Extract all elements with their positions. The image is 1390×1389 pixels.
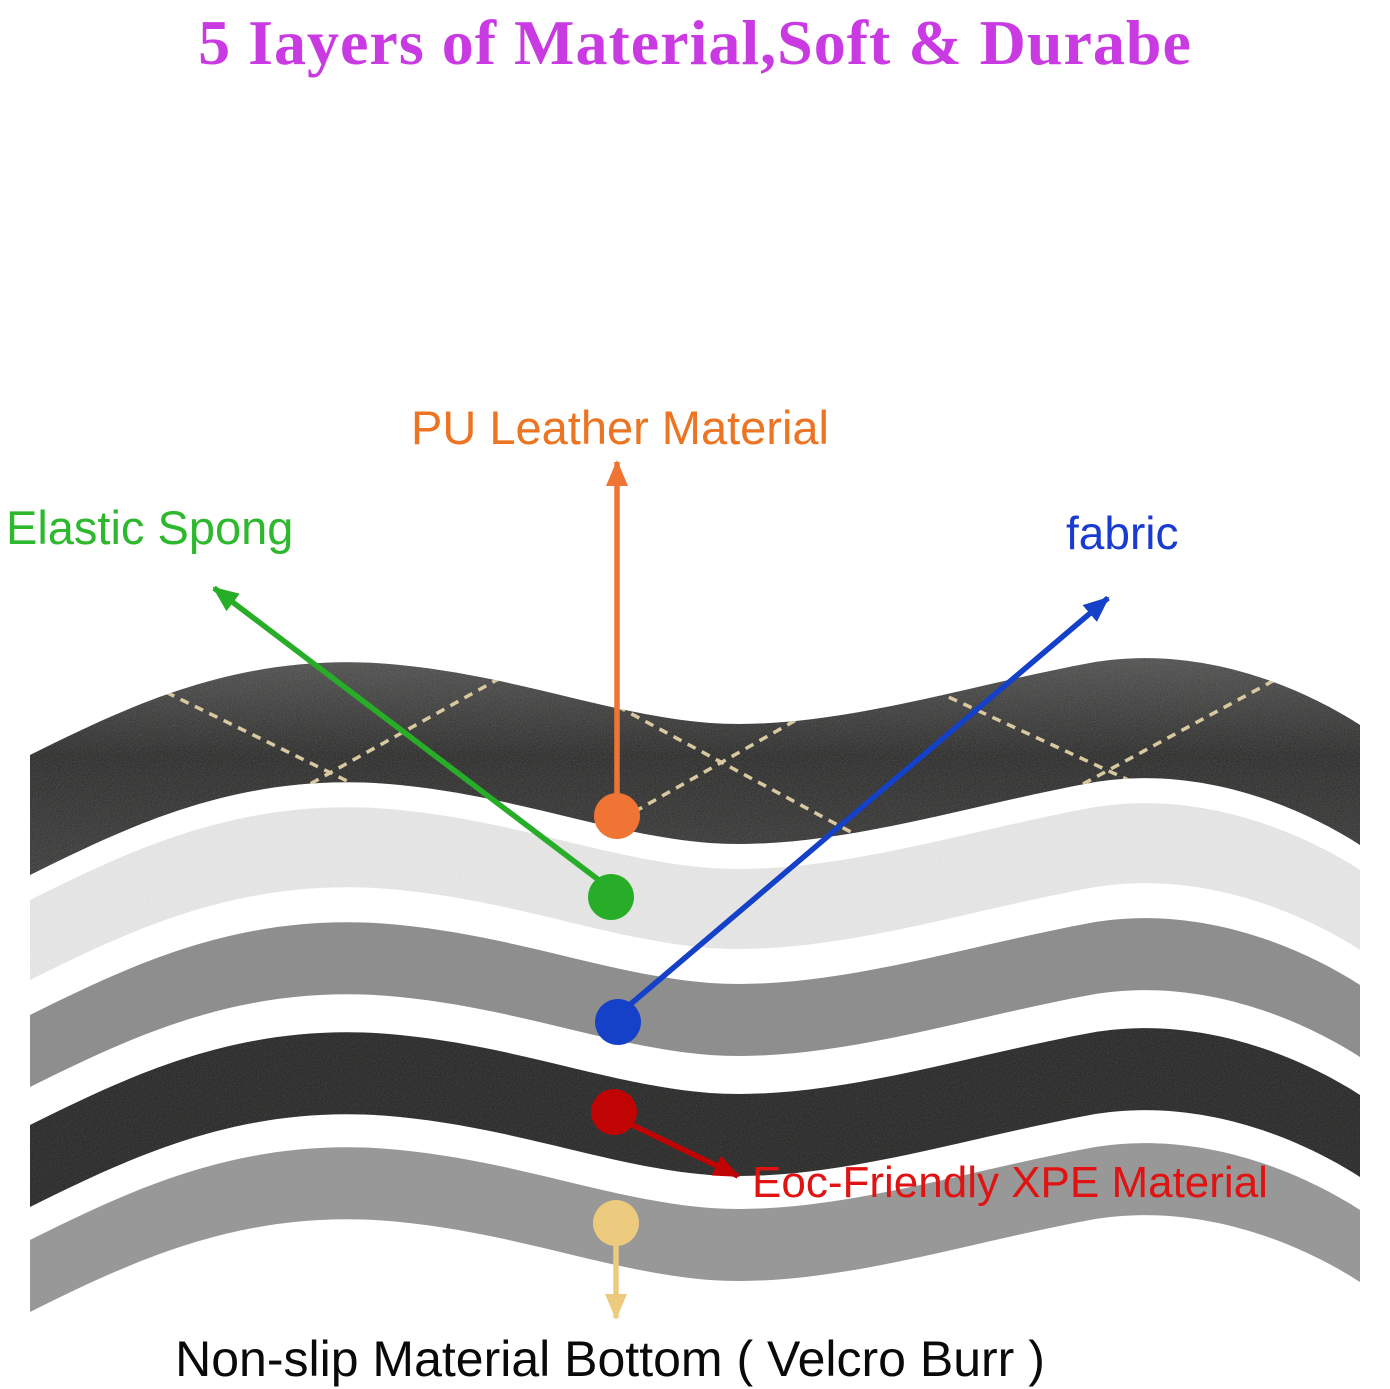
elastic-sponge-arrow (212, 585, 606, 887)
elastic-sponge-dot (588, 874, 634, 920)
fabric-layer-texture (30, 918, 1360, 1087)
non-slip-label: Non-slip Material Bottom ( Velcro Burr ) (175, 1331, 1045, 1387)
elastic-sponge-label: Elastic Spong (6, 501, 294, 554)
xpe-layer-texture (30, 1028, 1360, 1207)
pu-leather-dot (594, 793, 640, 839)
xpe-dot (591, 1089, 637, 1135)
non-slip-dot (593, 1200, 639, 1246)
pu-leather-label: PU Leather Material (411, 401, 829, 454)
fabric-label: fabric (1066, 507, 1179, 559)
pu-leather-texture (30, 658, 1360, 875)
fabric-dot (595, 999, 641, 1045)
diagram-title: 5 Iayers of Material,Soft & Durabe (198, 7, 1192, 78)
elastic-sponge-layer-texture (30, 803, 1360, 980)
xpe-arrow (620, 1117, 740, 1179)
non-slip-layer-texture (30, 1143, 1360, 1312)
xpe-label: Eoc-Friendly XPE Material (752, 1158, 1268, 1207)
fabric-arrow (624, 595, 1110, 1011)
